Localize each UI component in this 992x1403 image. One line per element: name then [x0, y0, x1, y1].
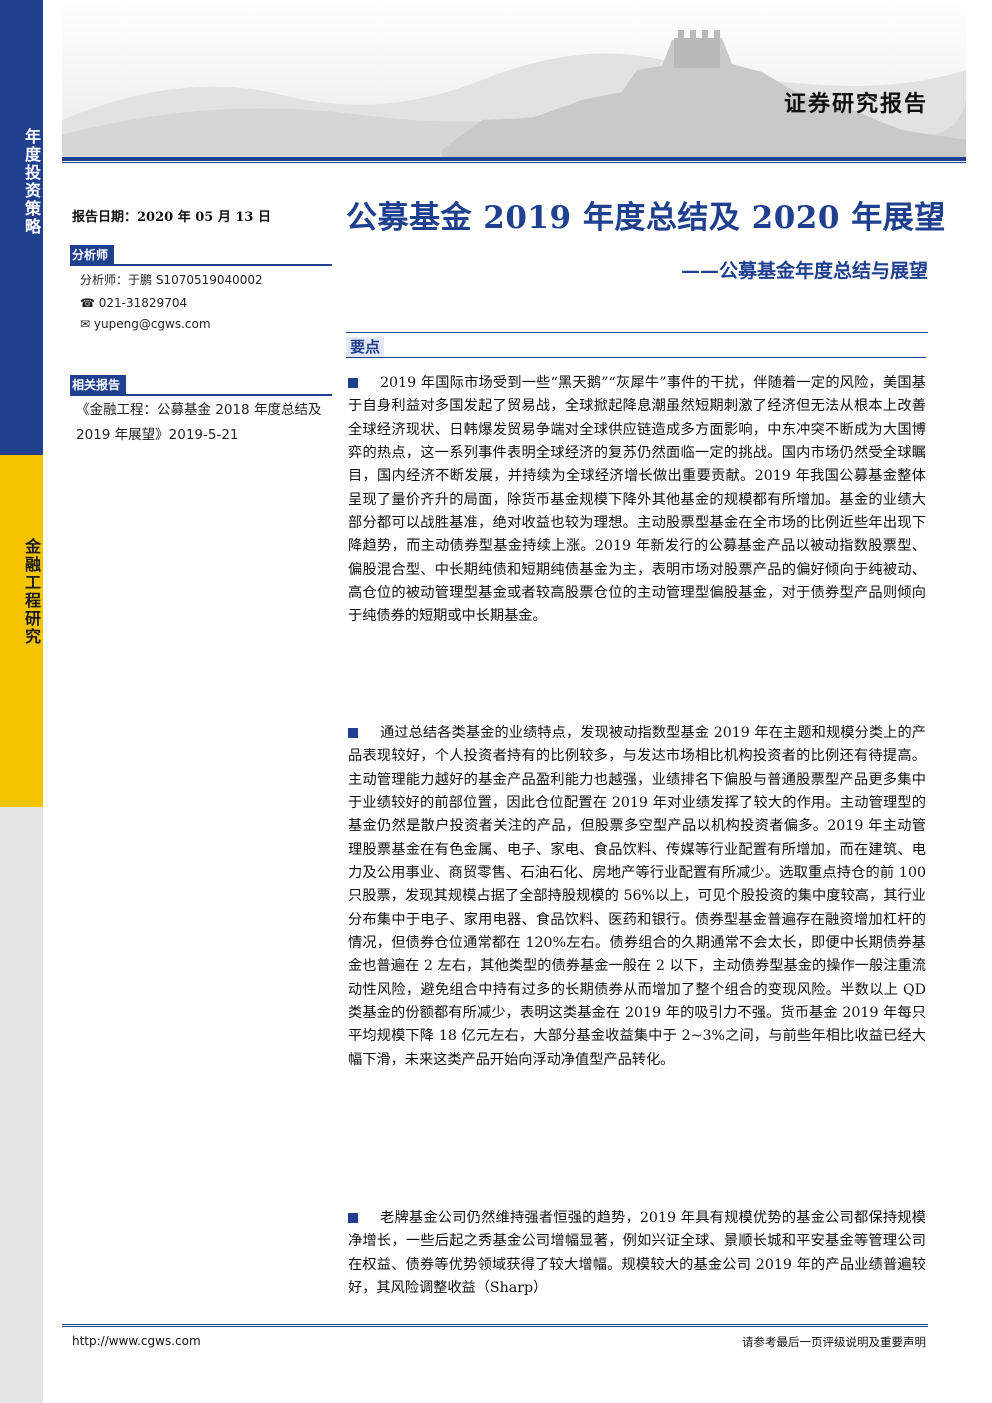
key-points-header: 要点 [346, 337, 926, 358]
key-point-paragraph: 2019 年国际市场受到一些“黑天鹅”“灰犀牛”事件的干扰，伴随着一定的风险，美… [348, 375, 926, 625]
analyst-name-line: 分析师：于鹏 S1070519040002 [80, 273, 263, 287]
analyst-email[interactable]: yupeng@cgws.com [93, 317, 211, 331]
sidebar-blue-band [0, 0, 43, 455]
bullet-square-icon [348, 378, 358, 388]
related-section-header: 相关报告 [70, 374, 332, 396]
key-point-paragraph: 通过总结各类基金的业绩特点，发现被动指数型基金 2019 年在主题和规模分类上的… [348, 725, 926, 1068]
bullet-square-icon [348, 728, 358, 738]
report-type-title: 证券研究报告 [783, 92, 928, 117]
footer-rule [62, 1324, 928, 1325]
key-points-label: 要点 [346, 337, 385, 357]
sidebar-field-label: 金融工程研究 [22, 538, 41, 646]
sidebar-category-label: 年度投资策略 [22, 128, 41, 236]
header-banner: 证券研究报告 [62, 0, 966, 160]
bullet-square-icon [348, 1213, 358, 1223]
email-icon: ✉ [80, 317, 91, 331]
analyst-section-label: 分析师 [70, 245, 115, 265]
great-wall-illustration [62, 30, 966, 160]
report-title: 公募基金 2019 年度总结及 2020 年展望 [346, 200, 946, 236]
analyst-email-row: ✉ yupeng@cgws.com [80, 315, 211, 333]
sidebar-yellow-band [0, 455, 43, 807]
key-point-paragraph: 老牌基金公司仍然维持强者恒强的趋势，2019 年具有规模优势的基金公司都保持规模… [348, 1210, 926, 1297]
report-subtitle: ——公募基金年度总结与展望 [680, 260, 928, 282]
footer-disclaimer: 请参考最后一页评级说明及重要声明 [742, 1335, 926, 1349]
report-date: 报告日期：2020 年 05 月 13 日 [72, 210, 271, 225]
key-points-rule [346, 332, 928, 333]
analyst-section-header: 分析师 [70, 244, 332, 266]
phone-icon: ☎ [80, 296, 95, 310]
sidebar-gray-band [0, 807, 43, 1403]
header-rule [62, 157, 966, 161]
related-section-label: 相关报告 [70, 375, 127, 395]
analyst-phone-row: ☎ 021-31829704 [80, 294, 187, 312]
header-rule-thin [62, 162, 966, 163]
related-report-link[interactable]: 《金融工程：公募基金 2018 年度总结及 2019 年展望》2019-5-21 [76, 402, 322, 443]
analyst-phone: 021-31829704 [98, 296, 188, 310]
footer-rule-thin [62, 1326, 928, 1327]
footer-url-link[interactable]: http://www.cgws.com [72, 1334, 201, 1348]
